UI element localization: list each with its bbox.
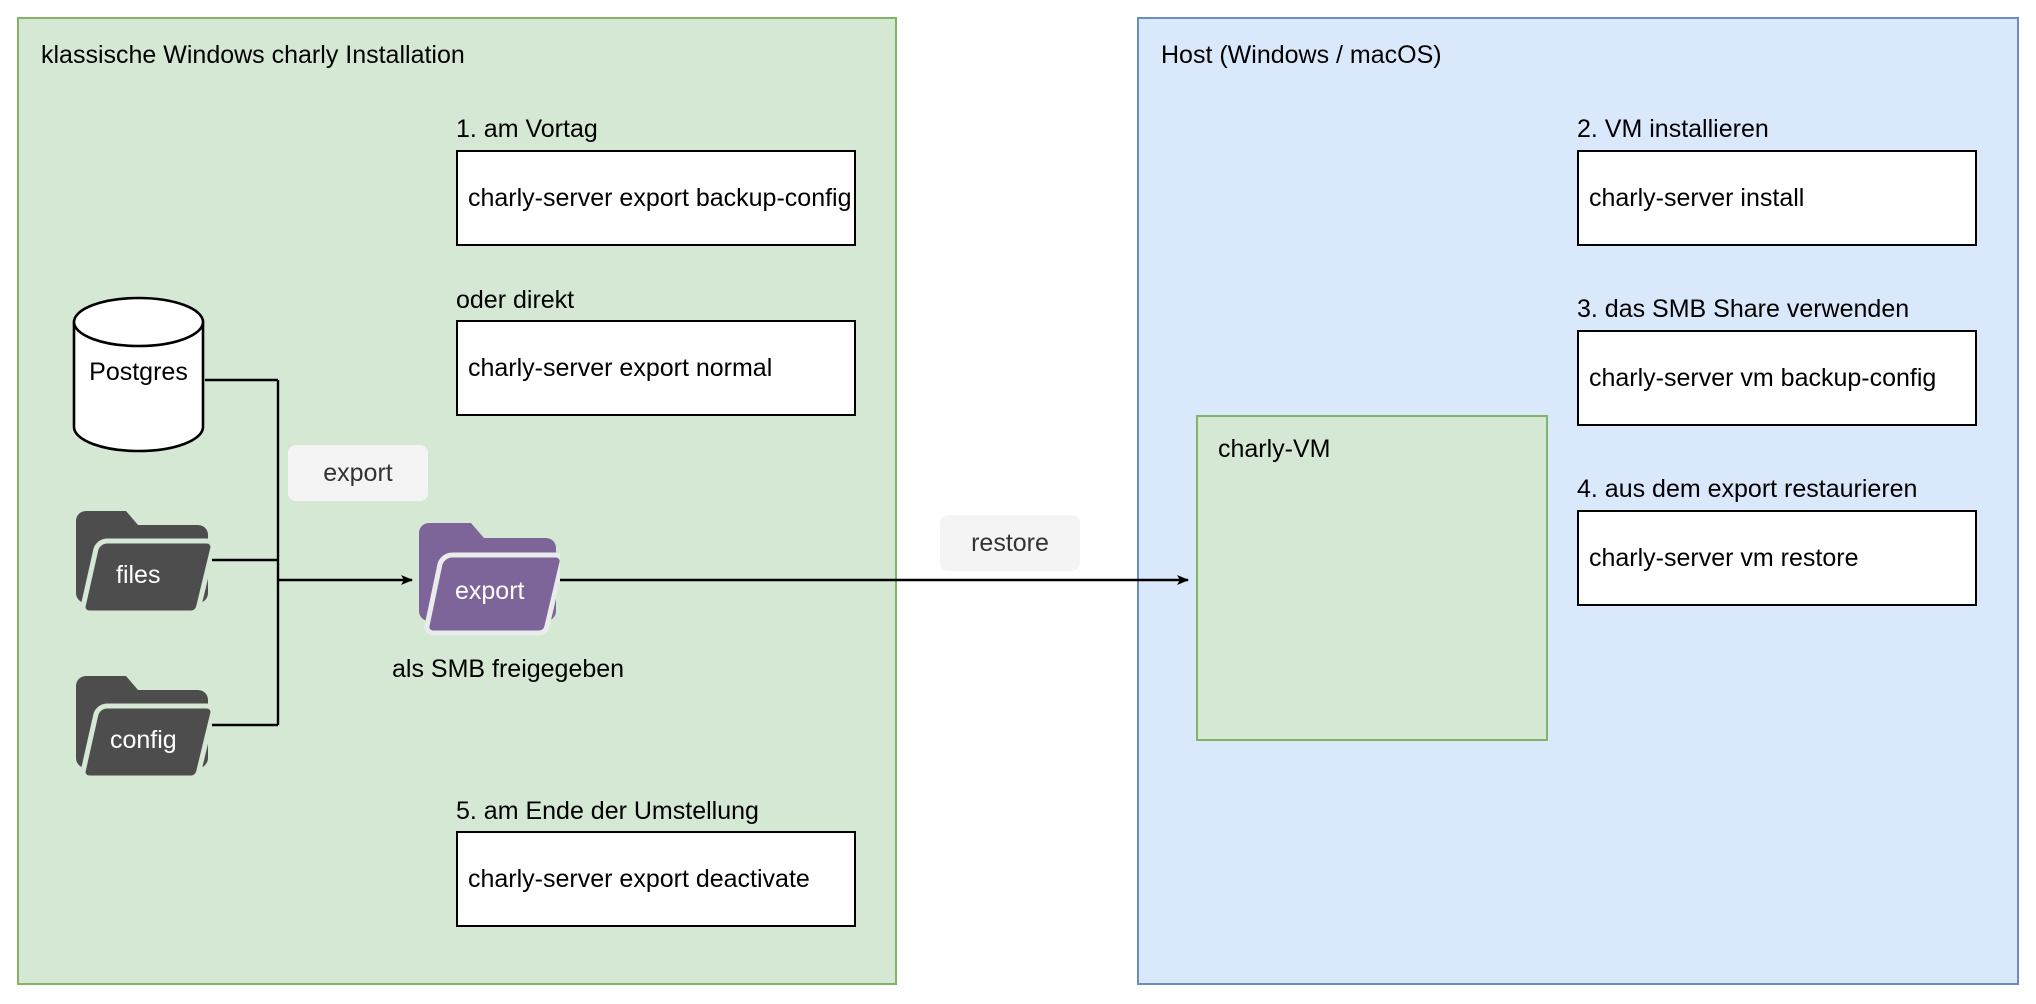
- config-folder-label: config: [110, 726, 177, 754]
- export-folder-shape: export: [415, 515, 560, 637]
- panel-right-title: Host (Windows / macOS): [1161, 41, 1442, 69]
- folder-icon: [419, 523, 560, 636]
- database-cylinder-icon: [72, 296, 205, 453]
- export-folder-caption: als SMB freigegeben: [392, 655, 625, 683]
- files-folder-label: files: [116, 561, 161, 589]
- command-text: charly-server vm restore: [1589, 543, 1859, 572]
- folder-icon: [76, 511, 212, 615]
- panel-left-title: klassische Windows charly Installation: [41, 41, 465, 69]
- command-box-install[interactable]: charly-server install: [1577, 150, 1977, 246]
- files-folder-shape: files: [72, 505, 212, 615]
- command-text: charly-server export backup-config: [468, 183, 852, 212]
- folder-icon: [76, 676, 212, 780]
- postgres-database-shape: Postgres: [72, 296, 205, 453]
- step-label-4: 4. aus dem export restaurieren: [1577, 475, 1918, 503]
- command-text: charly-server export normal: [468, 353, 773, 382]
- edge-label-export: export: [288, 445, 428, 501]
- step-label-3: 3. das SMB Share verwenden: [1577, 295, 1910, 323]
- command-text: charly-server vm backup-config: [1589, 363, 1937, 392]
- command-box-export-deactivate[interactable]: charly-server export deactivate: [456, 831, 856, 927]
- step-label-oder-direkt: oder direkt: [456, 286, 575, 314]
- step-label-1: 1. am Vortag: [456, 115, 598, 143]
- step-label-2: 2. VM installieren: [1577, 115, 1769, 143]
- command-text: charly-server install: [1589, 183, 1805, 212]
- charly-vm-label: charly-VM: [1218, 435, 1331, 463]
- postgres-label: Postgres: [89, 358, 188, 386]
- command-box-vm-backup-config[interactable]: charly-server vm backup-config: [1577, 330, 1977, 426]
- command-box-vm-restore[interactable]: charly-server vm restore: [1577, 510, 1977, 606]
- command-box-export-normal[interactable]: charly-server export normal: [456, 320, 856, 416]
- step-label-5: 5. am Ende der Umstellung: [456, 797, 759, 825]
- config-folder-shape: config: [72, 670, 212, 780]
- command-box-export-backup-config[interactable]: charly-server export backup-config: [456, 150, 856, 246]
- edge-label-restore: restore: [940, 515, 1080, 571]
- export-folder-label: export: [455, 577, 525, 605]
- command-text: charly-server export deactivate: [468, 864, 810, 893]
- charly-vm-box: charly-VM: [1196, 415, 1548, 741]
